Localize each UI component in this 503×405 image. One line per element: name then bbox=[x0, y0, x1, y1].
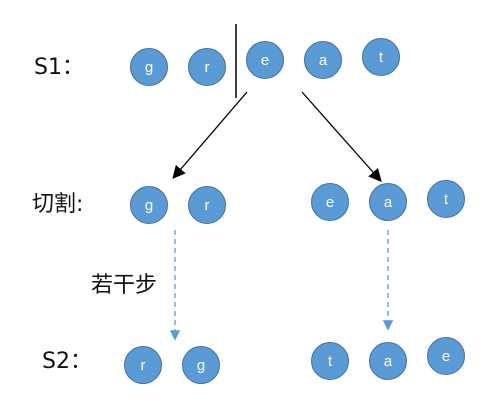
s2-right-node-3: e bbox=[427, 337, 465, 375]
label-s2: S2： bbox=[42, 349, 92, 374]
split-left-node-1: g bbox=[130, 186, 168, 224]
label-steps: 若干步 bbox=[91, 273, 158, 298]
s2-left-node-1: r bbox=[124, 346, 162, 384]
s2-left-node-2: g bbox=[182, 346, 220, 384]
split-right-node-2: a bbox=[369, 183, 407, 221]
split-arrow-left bbox=[172, 91, 248, 179]
s1-node-2: r bbox=[188, 48, 226, 86]
label-split: 切割: bbox=[32, 192, 84, 217]
s1-node-4: a bbox=[304, 41, 342, 79]
split-right-node-3: t bbox=[427, 180, 465, 218]
s2-right-node-2: a bbox=[369, 342, 407, 380]
label-s1: S1： bbox=[34, 55, 84, 80]
s1-node-3: e bbox=[246, 41, 284, 79]
split-arrow-right bbox=[301, 91, 382, 182]
split-left-node-2: r bbox=[188, 186, 226, 224]
s1-node-5: t bbox=[362, 38, 400, 76]
s1-node-1: g bbox=[130, 48, 168, 86]
s2-right-node-1: t bbox=[311, 342, 349, 380]
split-right-node-1: e bbox=[311, 183, 349, 221]
